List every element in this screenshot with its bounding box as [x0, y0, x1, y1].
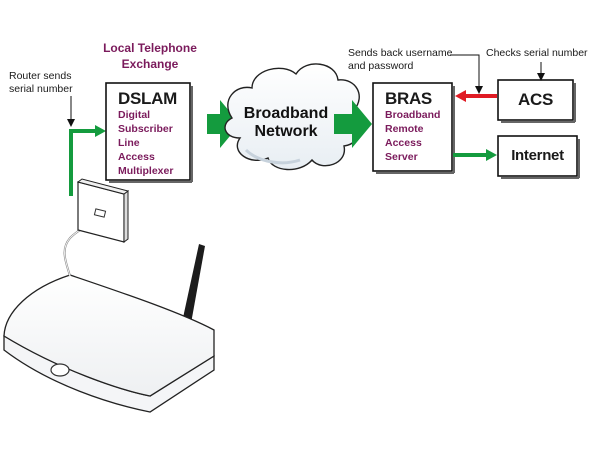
- bras-note-pointer-head: [475, 86, 483, 94]
- socket-to-dslam-arrowhead: [95, 125, 106, 137]
- exchange-heading-line2: Exchange: [121, 57, 179, 71]
- bras-line-0: Broadband: [385, 109, 441, 121]
- dslam-box: [105, 82, 191, 181]
- bras-line-3: Server: [385, 151, 418, 163]
- dslam-title: DSLAM: [118, 89, 177, 108]
- internet-title: Internet: [511, 147, 564, 164]
- router-icon: [3, 217, 215, 413]
- dslam-line-0: Digital: [118, 109, 151, 121]
- acs-box: [497, 79, 574, 121]
- dslam-labels: DSLAM Digital Subscriber Line Access Mul…: [118, 89, 188, 178]
- acs-title: ACS: [518, 90, 553, 109]
- exchange-heading: Local Telephone Exchange: [95, 40, 205, 72]
- cloud-label: Broadband Network: [236, 105, 336, 141]
- internet-box: [497, 135, 578, 177]
- exchange-heading-line1: Local Telephone: [103, 41, 197, 55]
- cloud-label-line1: Broadband: [243, 105, 329, 122]
- dslam-line-3: Access: [118, 151, 155, 163]
- dslam-line-4: Multiplexer: [118, 165, 174, 177]
- router-note-pointer-head: [67, 119, 75, 127]
- wall-socket-icon: [76, 178, 130, 243]
- acs-to-bras-arrowhead: [455, 90, 466, 102]
- acs-note: Checks serial number: [486, 47, 588, 59]
- acs-note-pointer-head: [537, 73, 545, 81]
- bras-labels: BRAS Broadband Remote Access Server: [385, 89, 451, 164]
- cloud-label-line2: Network: [254, 123, 318, 140]
- bras-title: BRAS: [385, 89, 432, 108]
- dslam-line-1: Subscriber: [118, 123, 173, 135]
- router-note: Router sends serial number: [9, 70, 89, 96]
- bras-note-pointer: [450, 54, 480, 90]
- bras-box: [372, 82, 453, 172]
- bras-note: Sends back username and password: [348, 47, 458, 73]
- router-note-line2: serial number: [9, 83, 73, 95]
- bras-line-2: Access: [385, 137, 422, 149]
- bras-line-1: Remote: [385, 123, 424, 135]
- bras-note-line1: Sends back username: [348, 47, 453, 59]
- dslam-to-cloud-arrow: [207, 100, 240, 148]
- dslam-line-2: Line: [118, 137, 140, 149]
- bras-note-line2: and password: [348, 60, 414, 72]
- cloud-to-bras-arrow: [334, 100, 372, 148]
- bras-to-internet-arrowhead: [486, 149, 497, 161]
- socket-to-dslam-line: [69, 129, 95, 196]
- router-note-line1: Router sends: [9, 70, 72, 82]
